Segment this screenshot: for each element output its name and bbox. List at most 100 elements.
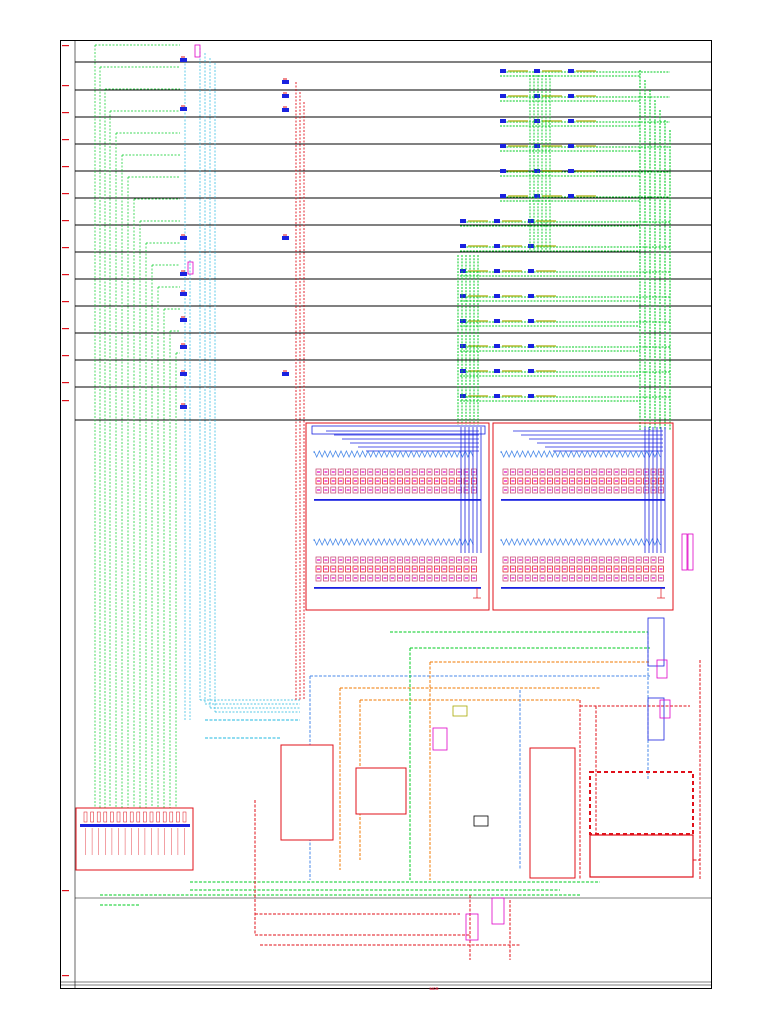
slot-indicator [541,489,544,491]
slot-indicator [442,489,446,491]
equipment-slot [330,574,337,582]
slot-indicator [585,559,589,561]
slot-indicator [354,471,357,473]
slot-indicator [570,489,574,491]
row-label-mark [62,328,69,330]
equipment-slot [448,477,455,485]
cable-label-mark [508,170,528,172]
rack-bus-bar [314,587,481,589]
cable-label-mark [468,295,488,297]
slot-indicator [578,568,581,570]
equipment-slot [426,486,433,494]
equipment-slot [448,556,455,564]
slot-indicator [607,471,611,473]
equipment-slot [441,477,448,485]
equipment-slot [554,486,561,494]
row-label-mark [62,975,69,977]
equipment-slot [367,565,374,573]
terminal-block-icon [143,811,147,823]
equipment-slot [411,565,418,573]
device-tag-icon [528,269,534,273]
signal-trace [313,450,474,458]
slot-indicator [405,559,409,561]
equipment-slot [598,565,605,573]
slot-indicator [600,577,604,579]
slot-indicator [413,471,417,473]
slot-indicator [548,471,552,473]
slot-indicator [368,568,372,570]
cable-label-mark [576,170,596,172]
slot-indicator [420,471,424,473]
equipment-slot [441,565,448,573]
equipment-slot [658,565,664,573]
panel-icon [647,697,665,741]
equipment-slot [539,556,546,564]
equipment-slot [547,486,553,494]
equipment-slot [382,565,388,573]
slot-indicator [346,559,350,561]
slot-indicator [465,471,468,473]
slot-indicator [317,471,320,473]
slot-indicator [607,568,611,570]
slot-indicator [465,577,468,579]
equipment-slot [448,468,455,476]
slot-indicator [383,489,387,491]
device-tag-icon [180,236,187,240]
slot-indicator [435,559,439,561]
slot-indicator [368,480,372,482]
equipment-slot [419,574,425,582]
device-tag-icon [460,344,466,348]
slot-indicator [555,480,559,482]
device-tag-icon [460,219,466,223]
row-separators [75,61,711,421]
equipment-slot [650,486,657,494]
slot-indicator [518,559,522,561]
slot-indicator [331,471,335,473]
slot-indicator [346,577,350,579]
equipment-slot [532,477,538,485]
slot-indicator [585,568,589,570]
slot-indicator [383,559,387,561]
slot-indicator [629,489,633,491]
row-label-mark [62,247,69,249]
tag-label-mark [283,106,287,108]
slot-indicator [570,568,574,570]
cable-label-mark [468,220,488,222]
equipment-slot [584,468,590,476]
terminal-block-icon [90,811,94,823]
slot-indicator [555,489,559,491]
slot-indicator [600,480,604,482]
cable-label-mark [536,370,556,372]
slot-indicator [548,559,552,561]
equipment-slot [598,486,605,494]
slot-indicator [526,577,530,579]
device-tags [180,44,289,409]
equipment-slot [434,477,440,485]
equipment-slot [576,477,583,485]
equipment-slot [591,486,598,494]
equipment-slot [456,556,462,564]
cable-label-mark [542,70,562,72]
cable-label-mark [502,345,522,347]
slot-indicator [442,568,446,570]
slot-indicator [324,559,328,561]
equipment-slot [471,468,477,476]
equipment-slot [404,565,411,573]
equipment-slot [591,477,598,485]
equipment-slot [569,468,575,476]
slot-indicator [391,471,394,473]
equipment-slot [613,565,620,573]
slot-indicator [435,577,439,579]
equipment-slot [397,468,403,476]
title-block-text: MCR [429,986,438,991]
slot-indicator [504,489,507,491]
device-tag-icon [500,69,506,73]
cable-label-mark [508,95,528,97]
slot-indicator [629,480,633,482]
device-tag-icon [568,94,574,98]
slot-indicator [629,568,633,570]
row-label-mark [62,45,69,47]
equipment-slot [621,556,627,564]
cable-label-mark [542,145,562,147]
